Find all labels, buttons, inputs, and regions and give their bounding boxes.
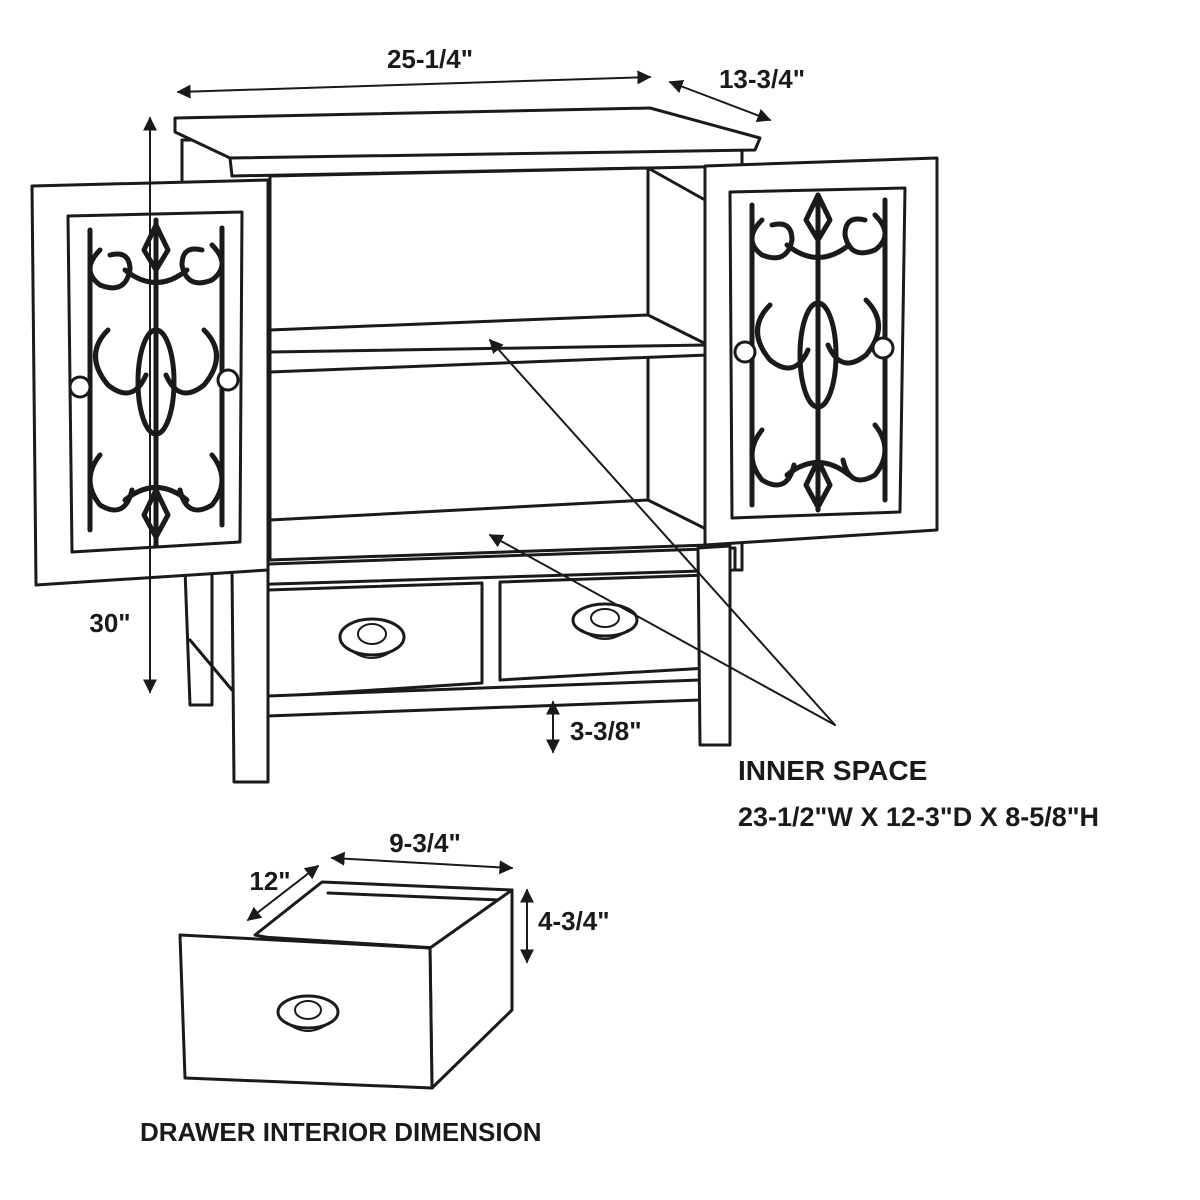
- inner-space-size: 23-1/2"W X 12-3"D X 8-5/8"H: [738, 802, 1099, 832]
- drawer-left[interactable]: [266, 581, 484, 699]
- width-dimension: 25-1/4": [176, 44, 652, 99]
- height-dimension: 30": [89, 116, 157, 694]
- leg-front-right: [696, 544, 732, 747]
- drawer-detail: 12" 9-3/4" 4-3/4": [178, 828, 610, 1090]
- inner-space-pointers: [488, 338, 836, 726]
- door-left-knob-2[interactable]: [216, 368, 240, 392]
- drawer-height-label: 4-3/4": [538, 906, 610, 936]
- leg-back-left: [183, 568, 214, 707]
- width-label: 25-1/4": [387, 44, 473, 74]
- depth-label: 13-3/4": [719, 64, 805, 94]
- drawer-pull-right[interactable]: [571, 602, 639, 640]
- leg-clearance-dimension: 3-3/8": [546, 700, 642, 754]
- drawer-caption: DRAWER INTERIOR DIMENSION: [140, 1117, 542, 1147]
- drawer-pull-left[interactable]: [338, 617, 406, 659]
- depth-dimension: 13-3/4": [668, 64, 805, 123]
- door-right[interactable]: [703, 156, 939, 547]
- leg-front-left: [230, 566, 270, 784]
- leg-clearance-label: 3-3/8": [570, 716, 642, 746]
- door-right-knob-1[interactable]: [733, 340, 757, 364]
- door-right-knob-2[interactable]: [871, 336, 895, 360]
- cabinet: [173, 106, 762, 784]
- inner-space-title: INNER SPACE: [738, 755, 927, 786]
- cabinet-top: [173, 106, 762, 160]
- door-left-knob-1[interactable]: [68, 375, 92, 399]
- height-label: 30": [89, 608, 130, 638]
- drawer-width-label: 9-3/4": [389, 828, 461, 858]
- drawer-detail-pull[interactable]: [276, 994, 340, 1032]
- drawer-depth-label: 12": [249, 866, 290, 896]
